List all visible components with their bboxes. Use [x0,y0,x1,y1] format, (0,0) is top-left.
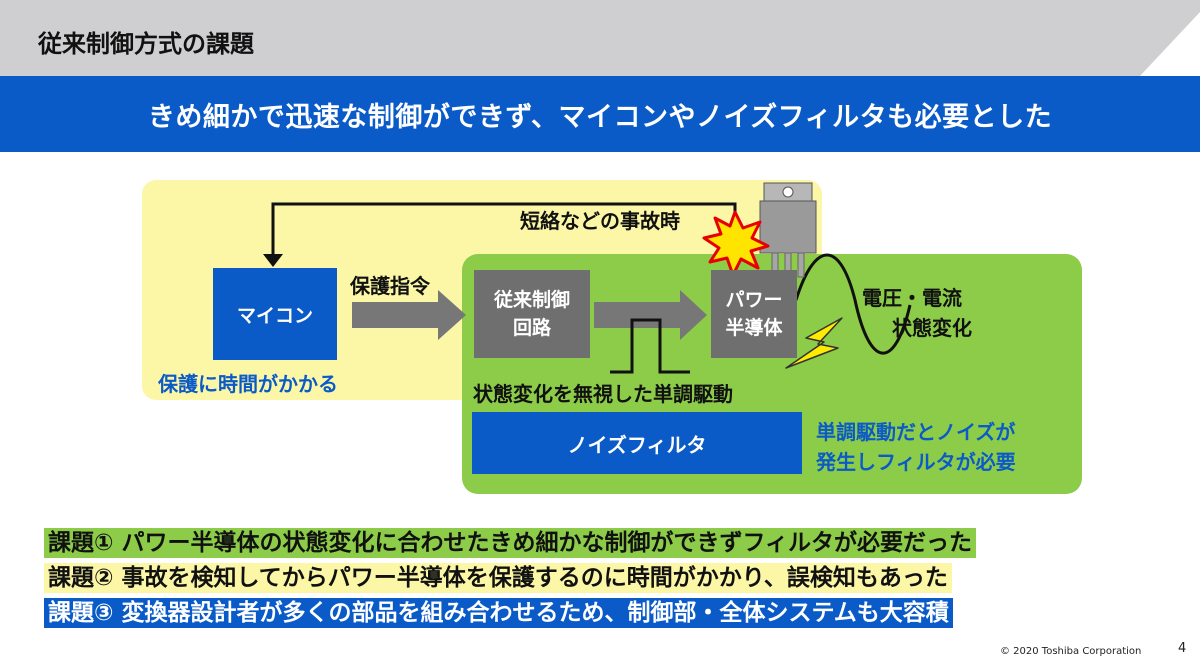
slide-title: 従来制御方式の課題 [38,30,254,58]
issue-2: 課題② 事故を検知してからパワー半導体を保護するのに時間がかかり、誤検知もあった [44,563,952,593]
drive-arrow [594,290,707,340]
feedback-arrowhead [263,254,283,267]
sine-waveform [794,253,912,355]
noise-filter-box: ノイズフィルタ [472,412,802,474]
page-number: 4 [1178,641,1187,656]
control-circuit-label-1: 従来制御 [493,289,570,311]
power-semiconductor-box: パワー 半導体 [711,270,797,358]
title-bar [0,0,1200,76]
protect-arrow [352,290,466,340]
explosion-icon [702,210,770,277]
control-circuit-box: 従来制御 回路 [474,270,590,358]
noise-note-line-2: 発生しフィルタが必要 [816,450,1016,474]
issue-1: 課題① パワー半導体の状態変化に合わせたきめ細かな制御ができずフィルタが必要だっ… [44,528,977,558]
lightning-icon [785,317,843,369]
slide-subtitle: きめ細かで迅速な制御ができず、マイコンやノイズフィルタも必要とした [147,101,1053,133]
protect-command-label: 保護指令 [350,274,430,298]
subtitle-band: きめ細かで迅速な制御ができず、マイコンやノイズフィルタも必要とした [0,76,1200,152]
voltage-current-label: 電圧・電流 [862,286,962,310]
transistor-icon [759,182,817,278]
power-semi-label-2: 半導体 [725,317,783,339]
pulse-waveform [610,318,690,374]
mcu-label: マイコン [236,304,313,327]
monotonic-drive-label: 状態変化を無視した単調駆動 [473,382,733,406]
accident-label: 短絡などの事故時 [520,209,680,233]
slow-protection-label: 保護に時間がかかる [158,372,338,396]
control-circuit-label-2: 回路 [512,317,551,339]
noise-note-line-1: 単調駆動だとノイズが [816,420,1016,444]
noise-filter-label: ノイズフィルタ [567,432,707,457]
issue-3: 課題③ 変換器設計者が多くの部品を組み合わせるため、制御部・全体システムも大容積 [44,598,953,628]
power-semi-label-1: パワー [725,289,783,311]
copyright-text: © 2020 Toshiba Corporation [1000,646,1142,657]
mcu-box: マイコン [213,268,337,360]
state-change-label: 状態変化 [892,316,972,340]
